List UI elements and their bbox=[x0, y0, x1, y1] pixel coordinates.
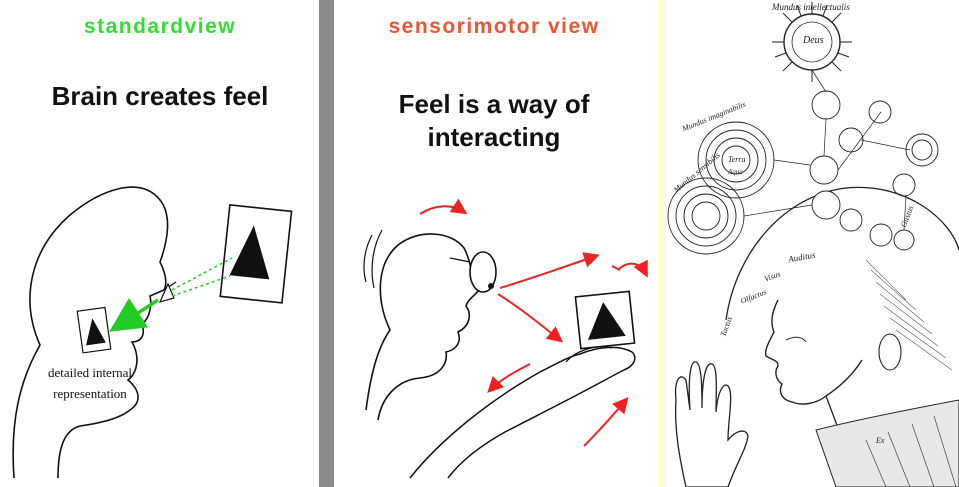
ear bbox=[879, 334, 901, 370]
red-arrow-right-top bbox=[500, 256, 596, 288]
face-profile bbox=[766, 300, 862, 404]
annotation-line-2: representation bbox=[30, 383, 150, 404]
red-arrow-down bbox=[498, 294, 560, 340]
internal-representation-label: detailed internal representation bbox=[30, 362, 150, 404]
comparison-panel: standardview sensorimotor view Brain cre… bbox=[0, 0, 658, 487]
internal-representation bbox=[77, 307, 111, 352]
label-mundus-intellectualis: Mundus intellectualis bbox=[772, 2, 850, 12]
red-arrow-top bbox=[420, 206, 464, 214]
red-arrow-curl bbox=[618, 264, 646, 274]
pupil bbox=[488, 283, 494, 289]
eye-left bbox=[160, 284, 174, 302]
label-ex: Ex bbox=[876, 436, 884, 445]
red-arrow-left bbox=[490, 364, 530, 390]
external-object-right bbox=[575, 291, 634, 348]
cranium-outline bbox=[726, 187, 959, 320]
raised-hand bbox=[676, 362, 748, 487]
label-aqua: Aqua bbox=[728, 168, 743, 176]
green-arrow bbox=[118, 300, 158, 326]
head-outline-right bbox=[366, 234, 480, 420]
label-deus: Deus bbox=[803, 35, 824, 46]
collar bbox=[816, 400, 959, 487]
external-object-left bbox=[220, 205, 291, 303]
engraving-art bbox=[666, 0, 959, 487]
panel-divider bbox=[319, 0, 334, 487]
red-arrow-bottom bbox=[584, 400, 626, 446]
annotation-line-1: detailed internal bbox=[30, 362, 150, 383]
engraving-illustration: Mundus intellectualis Deus Mundus imagin… bbox=[666, 0, 959, 487]
label-terra: Terra bbox=[728, 155, 746, 164]
